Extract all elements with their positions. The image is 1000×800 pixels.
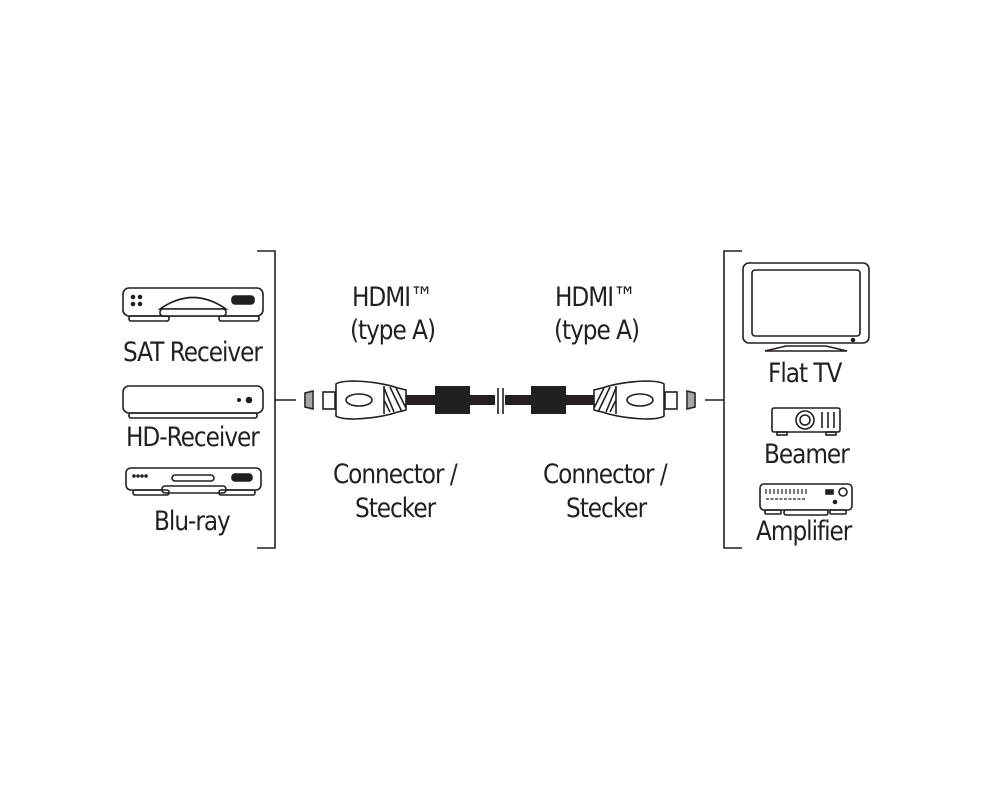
target-label-amplifier: Amplifier <box>756 516 852 547</box>
source-label-sat-receiver: SAT Receiver <box>123 337 263 368</box>
left-connector-caption-line1: Connector / <box>333 459 458 490</box>
source-label-bluray: Blu-ray <box>154 506 231 537</box>
right-bracket <box>705 250 742 549</box>
amplifier-icon <box>759 483 853 516</box>
right-connector-caption-line2: Stecker <box>566 493 647 524</box>
right-connector-caption-line1: Connector / <box>543 459 668 490</box>
flat-tv-icon <box>742 262 870 352</box>
left-bracket <box>257 250 296 549</box>
bluray-player-icon <box>125 467 262 496</box>
target-label-beamer: Beamer <box>764 439 850 470</box>
left-connector-type-line2: (type A) <box>350 315 436 346</box>
right-connector-type-line2: (type A) <box>554 315 640 346</box>
hd-receiver-icon <box>122 385 264 419</box>
left-connector-caption-line2: Stecker <box>355 493 436 524</box>
projector-icon <box>771 407 841 436</box>
left-hdmi-connector <box>304 380 499 420</box>
sat-receiver-icon <box>122 287 264 322</box>
target-label-flat-tv: Flat TV <box>768 358 842 389</box>
right-hdmi-connector <box>502 380 696 420</box>
left-connector-type-line1: HDMI™ <box>352 282 433 313</box>
right-connector-type-line1: HDMI™ <box>555 282 636 313</box>
source-label-hd-receiver: HD-Receiver <box>126 422 260 453</box>
